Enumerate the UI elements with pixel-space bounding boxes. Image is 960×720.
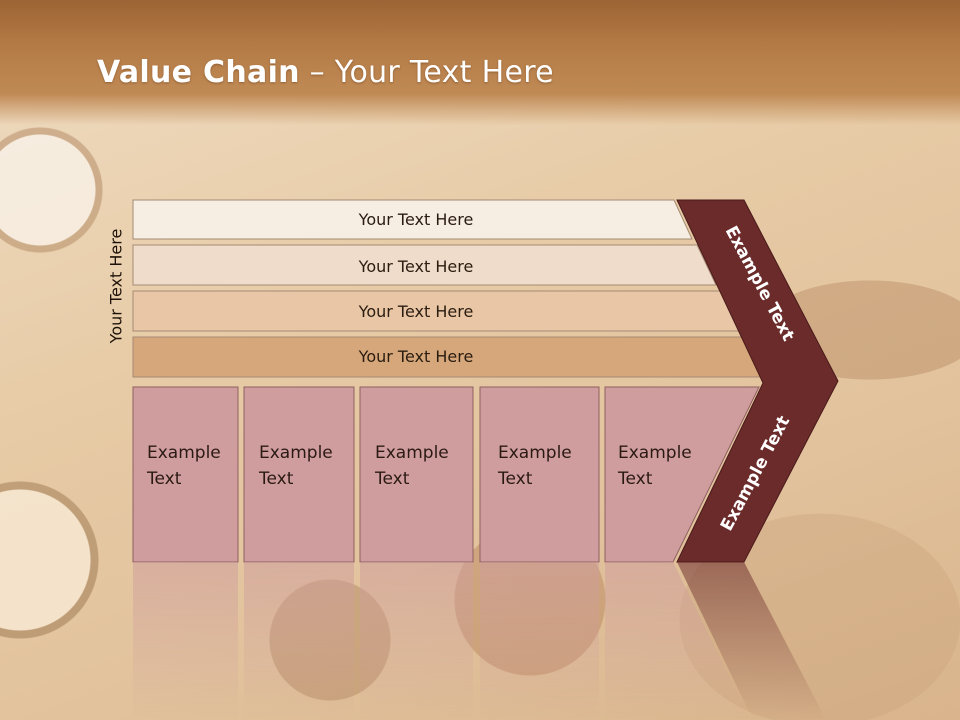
column-1: Example Text xyxy=(132,386,239,563)
title-bold: Value Chain xyxy=(97,55,300,90)
column-3-line1: Example xyxy=(375,443,449,463)
column-2-box xyxy=(243,386,355,563)
band-2: Your Text Here xyxy=(132,244,717,286)
column-5-line1: Example xyxy=(618,443,692,463)
column-4-box xyxy=(479,386,600,563)
band-4-label: Your Text Here xyxy=(358,347,474,366)
column-3-box xyxy=(359,386,474,563)
band-2-label: Your Text Here xyxy=(358,257,474,276)
column-5-line2: Text xyxy=(617,469,653,489)
band-2-shape xyxy=(132,244,717,286)
column-4-line2: Text xyxy=(497,469,533,489)
band-1: Your Text Here xyxy=(132,199,693,240)
column-5: Example Text xyxy=(604,386,760,563)
column-4-line1: Example xyxy=(498,443,572,463)
column-1-line1: Example xyxy=(147,443,221,463)
title-bar xyxy=(0,0,960,125)
diagram-reflection xyxy=(133,562,827,720)
column-2-line2: Text xyxy=(258,469,294,489)
title-rest: Your Text Here xyxy=(334,55,554,90)
column-3-line2: Text xyxy=(374,469,410,489)
column-2: Example Text xyxy=(243,386,355,563)
band-1-shape xyxy=(132,199,693,240)
band-1-label: Your Text Here xyxy=(358,210,474,229)
slide-title: Value Chain – Your Text Here xyxy=(97,55,554,90)
column-1-box xyxy=(132,386,239,563)
band-3: Your Text Here xyxy=(132,290,740,332)
band-4: Your Text Here xyxy=(132,336,764,378)
band-3-label: Your Text Here xyxy=(358,302,474,321)
column-2-line1: Example xyxy=(259,443,333,463)
column-4: Example Text xyxy=(479,386,600,563)
column-3: Example Text xyxy=(359,386,474,563)
title-dash: – xyxy=(299,55,335,90)
column-1-line2: Text xyxy=(146,469,182,489)
